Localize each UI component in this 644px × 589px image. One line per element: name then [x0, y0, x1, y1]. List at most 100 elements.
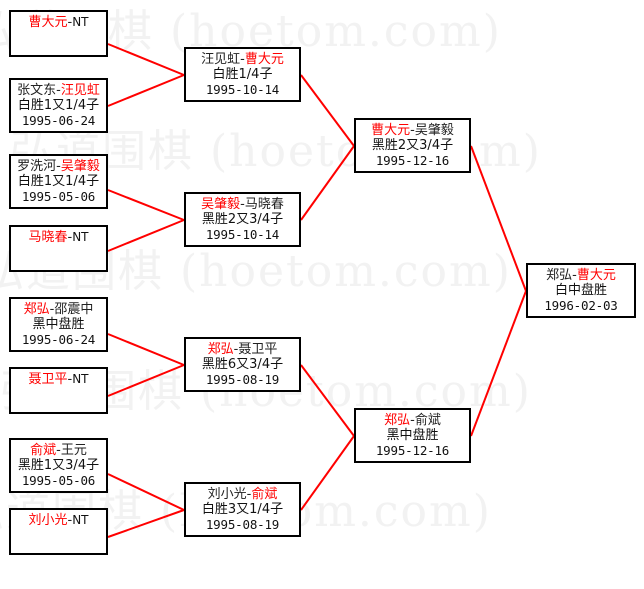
- bracket-connector-line: [107, 43, 185, 76]
- match-result: 白中盘胜: [554, 283, 607, 298]
- bracket-connector-line: [107, 509, 185, 538]
- player-loser: 张文东: [17, 83, 57, 98]
- match-result: 黑胜2又3/4子: [201, 212, 284, 227]
- match-result: 黑胜2又3/4子: [371, 138, 454, 153]
- player-loser: 马晓春: [244, 197, 284, 212]
- player-winner: 汪见虹: [60, 83, 100, 98]
- player-loser: 吴肇毅: [414, 123, 454, 138]
- player-separator: -: [572, 268, 577, 283]
- player-bye-nt: NT: [72, 230, 89, 244]
- match-players: 曹大元-吴肇毅: [356, 123, 469, 138]
- match-date: 1995-08-19: [205, 517, 280, 532]
- bracket-connector-line: [470, 290, 527, 437]
- player-separator: -: [67, 230, 73, 245]
- player-separator: -: [56, 83, 61, 98]
- match-result: 黑中盘胜: [386, 428, 439, 443]
- player-winner: 吴肇毅: [60, 159, 100, 174]
- player-separator: -: [56, 159, 61, 174]
- bracket-connector-line: [300, 74, 355, 147]
- player-loser: 汪见虹: [201, 52, 241, 67]
- match-players: 马晓春-NT: [11, 230, 106, 245]
- player-separator: -: [67, 15, 73, 30]
- match-players: 刘小光-NT: [11, 513, 106, 528]
- bracket-connector-line: [107, 473, 185, 511]
- player-winner: 刘小光: [28, 513, 68, 528]
- bracket-connector-line: [107, 333, 185, 366]
- match-date: 1995-08-19: [205, 372, 280, 387]
- bracket-connector-line: [107, 364, 185, 397]
- bracket-connector-line: [107, 189, 185, 221]
- match-result: 白胜1/4子: [212, 67, 273, 82]
- match-date: 1995-06-24: [21, 113, 96, 128]
- bracket-connector-line: [300, 145, 355, 221]
- match-date: 1995-06-24: [21, 332, 96, 347]
- player-separator: -: [240, 52, 245, 67]
- player-winner: 郑弘: [384, 413, 411, 428]
- player-loser: 聂卫平: [238, 342, 278, 357]
- match-date: 1995-05-06: [21, 189, 96, 204]
- match-players: 俞斌-王元: [11, 443, 106, 458]
- match-players: 罗洗河-吴肇毅: [11, 159, 106, 174]
- player-winner: 曹大元: [576, 268, 616, 283]
- player-winner: 聂卫平: [28, 372, 68, 387]
- player-bye-nt: NT: [72, 372, 89, 386]
- match-players: 吴肇毅-马晓春: [186, 197, 299, 212]
- player-separator: -: [410, 413, 415, 428]
- match-result: 白胜1又1/4子: [17, 98, 100, 113]
- player-loser: 俞斌: [414, 413, 441, 428]
- match-date: 1995-12-16: [375, 443, 450, 458]
- player-winner: 曹大元: [28, 15, 68, 30]
- bracket-connector-line: [107, 219, 185, 252]
- match-result: 黑胜6又3/4子: [201, 357, 284, 372]
- match-box[interactable]: 曹大元-NT: [9, 10, 108, 57]
- match-players: 郑弘-曹大元: [528, 268, 634, 283]
- player-winner: 吴肇毅: [201, 197, 241, 212]
- player-separator: -: [240, 197, 245, 212]
- match-box[interactable]: 刘小光-NT: [9, 508, 108, 555]
- match-result: 白胜1又1/4子: [17, 174, 100, 189]
- player-winner: 俞斌: [251, 487, 278, 502]
- player-separator: -: [233, 342, 239, 357]
- player-separator: -: [56, 443, 61, 458]
- match-box[interactable]: 马晓春-NT: [9, 225, 108, 272]
- match-players: 曹大元-NT: [11, 15, 106, 30]
- match-result: 黑中盘胜: [32, 317, 85, 332]
- player-loser: 刘小光: [207, 487, 247, 502]
- player-winner: 郑弘: [207, 342, 234, 357]
- bracket-connector-line: [300, 364, 355, 437]
- bracket-connector-line: [470, 145, 527, 292]
- player-winner: 曹大元: [371, 123, 411, 138]
- match-date: 1995-10-14: [205, 227, 280, 242]
- player-loser: 郑弘: [546, 268, 573, 283]
- match-players: 汪见虹-曹大元: [186, 52, 299, 67]
- player-bye-nt: NT: [72, 15, 89, 29]
- match-date: 1995-10-14: [205, 82, 280, 97]
- match-date: 1996-02-03: [544, 298, 618, 313]
- match-box[interactable]: 聂卫平-NT: [9, 367, 108, 414]
- player-winner: 俞斌: [30, 443, 57, 458]
- player-separator: -: [246, 487, 252, 502]
- match-players: 张文东-汪见虹: [11, 83, 106, 98]
- bracket-connector-line: [107, 74, 185, 107]
- player-loser: 罗洗河: [17, 159, 57, 174]
- player-separator: -: [410, 123, 415, 138]
- match-result: 白胜3又1/4子: [201, 502, 284, 517]
- match-players: 郑弘-聂卫平: [186, 342, 299, 357]
- match-players: 郑弘-邵震中: [11, 302, 106, 317]
- match-players: 聂卫平-NT: [11, 372, 106, 387]
- player-loser: 邵震中: [54, 302, 94, 317]
- match-result: 黑胜1又3/4子: [17, 458, 100, 473]
- player-winner: 马晓春: [28, 230, 68, 245]
